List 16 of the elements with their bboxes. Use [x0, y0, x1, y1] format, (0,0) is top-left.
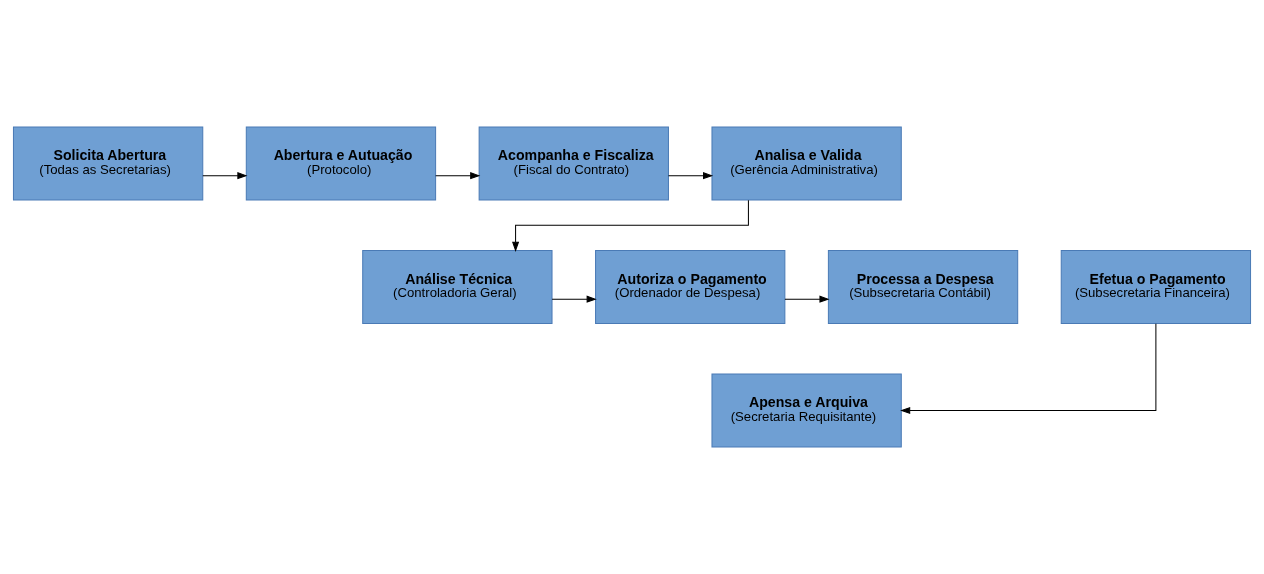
node-box: Solicita Abertura (Todas as Secretarias) [12, 126, 204, 201]
arrow [668, 172, 714, 180]
arrow [202, 172, 248, 180]
arrow [435, 172, 481, 180]
arrow [512, 199, 749, 252]
node-box: Efetua o Pagamento (Subsecretaria Financeira) [1060, 250, 1252, 324]
node-box: Processa a Despesa (Subsecretaria Contábil) [827, 250, 1019, 324]
node-box: Apensa e Arquiva (Secretaria Requisitante) [711, 373, 902, 448]
node-box: Análise Técnica (Controladoria Geral) [362, 250, 553, 324]
node-box: Acompanha e Fiscaliza (Fiscal do Contrato) [478, 126, 669, 201]
node-box: Analisa e Valida (Gerência Administrativa) [711, 126, 902, 201]
arrow [900, 323, 1157, 415]
arrow [784, 295, 830, 303]
node-box: Autoriza o Pagamento (Ordenador de Despesa) [595, 250, 786, 324]
arrow [551, 295, 597, 303]
node-box: Abertura e Autuação (Protocolo) [245, 126, 437, 201]
